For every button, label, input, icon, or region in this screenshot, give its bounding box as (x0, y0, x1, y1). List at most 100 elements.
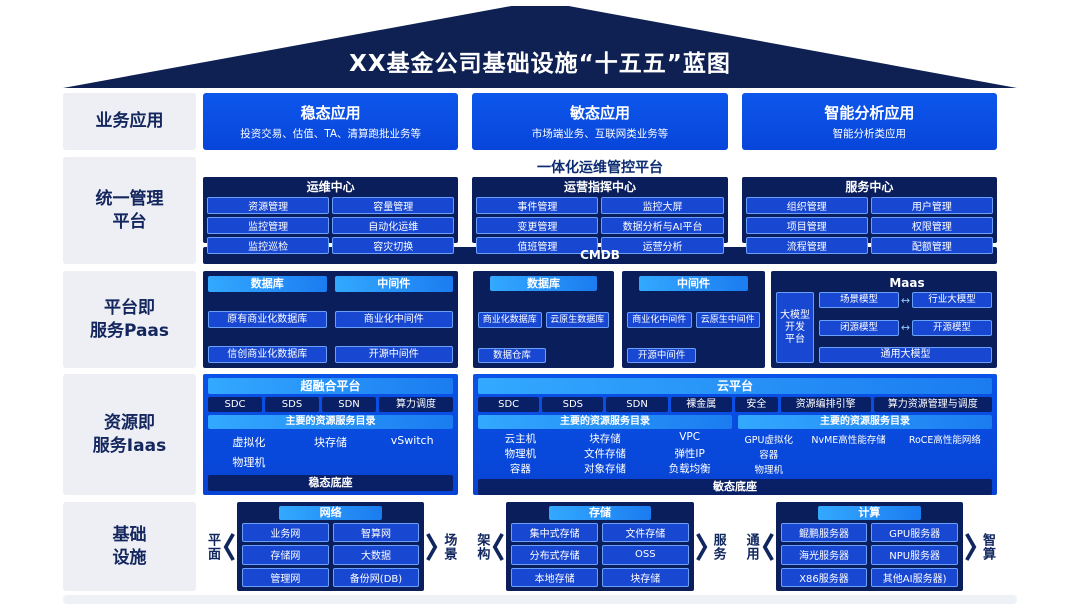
resource-item: 弹性IP (674, 448, 705, 460)
module-button: SDS (265, 397, 319, 412)
resource-item: 文件存储 (583, 448, 626, 460)
module-button: 流程管理 (745, 237, 868, 254)
module-button: 安全 (734, 397, 778, 412)
service-center-panel: 服务中心 组织管理 用户管理 项目管理 权限管理 流程管理 配额管理 (741, 177, 997, 254)
paas-row: 数据库 原有商业化数据库 信创商业化数据库 中间件 商业化中间件 开源中间件 数… (203, 271, 997, 368)
module-button: 权限管理 (870, 217, 993, 234)
resource-item: VPC (679, 431, 701, 443)
db-header: 数据库 (208, 276, 327, 292)
legacy-db-column: 数据库 原有商业化数据库 信创商业化数据库 (208, 276, 327, 363)
compute-panel: 计算 鲲鹏服务器 GPU服务器 海光服务器 NPU服务器 X86服务器 其他AI… (775, 502, 963, 591)
module-button: 开源中间件 (334, 346, 453, 363)
module-button: 运营分析 (601, 237, 724, 254)
chevron-right-icon (695, 532, 708, 561)
command-center-grid: 事件管理 监控大屏 变更管理 数据分析与AI平台 值班管理 运营分析 (476, 197, 724, 254)
model-row: 闭源模型 ↔ 开源模型 (819, 319, 992, 336)
bidirectional-arrow-icon: ↔ (900, 293, 911, 307)
cloud-right-items: GPU虚拟化 NvME高性能存储 RoCE高性能网络 容器 物理机 (738, 431, 992, 476)
row-label-text: 服务Paas (89, 320, 170, 341)
management-panels: 运维中心 资源管理 容量管理 监控管理 自动化运维 监控巡检 容灾切换 运营指挥… (203, 177, 997, 254)
module-button: 商业化中间件 (334, 310, 453, 328)
module-button: 开源模型 (912, 319, 992, 336)
network-panel: 网络 业务网 智算网 存储网 大数据 管理网 备份网(DB) (237, 502, 425, 591)
module-button: 组织管理 (745, 197, 868, 214)
resource-item: RoCE高性能网络 (908, 434, 981, 446)
resource-item: GPU虚拟化 (744, 434, 793, 446)
llm-dev-line: 开发 (785, 322, 805, 333)
app-subtitle: 市场端业务、互联网类业务等 (531, 128, 669, 140)
module-button: 管理网 (242, 567, 329, 587)
compute-grid: 鲲鹏服务器 GPU服务器 海光服务器 NPU服务器 X86服务器 其他AI服务器… (780, 523, 958, 587)
module-button: 云原生中间件 (695, 311, 760, 328)
module-button: 配额管理 (870, 237, 993, 254)
module-button: 用户管理 (870, 197, 993, 214)
app-box-ai-analytics: 智能分析应用 智能分析类应用 (741, 93, 997, 150)
row-label-text: 基础 (112, 524, 147, 545)
module-button: 云原生数据库 (545, 311, 609, 328)
module-button: 开源中间件 (627, 348, 697, 363)
plane-label: 平面 (205, 532, 220, 561)
storage-title: 存储 (548, 506, 652, 520)
module-button: OSS (601, 545, 689, 565)
agile-base-bar: 敏态底座 (478, 479, 992, 495)
architecture-label: 架构 (474, 532, 490, 561)
model-row: 场景模型 ↔ 行业大模型 (819, 292, 992, 308)
module-button: 商业化中间件 (627, 311, 692, 328)
cloud-platform-panel: 云平台 SDC SDS SDN 裸金属 安全 资源编排引擎 算力资源管理与调度 … (473, 374, 997, 495)
module-button: 算力资源管理与调度 (873, 397, 993, 412)
iaas-row: 超融合平台 SDC SDS SDN 算力调度 主要的资源服务目录 虚拟化 块存储… (203, 374, 997, 495)
general-label: 通用 (743, 532, 759, 561)
resource-item: 物理机 (232, 456, 266, 469)
storage-grid: 集中式存储 文件存储 分布式存储 OSS 本地存储 块存储 (511, 523, 689, 587)
module-button: 事件管理 (476, 197, 599, 214)
module-button: X86服务器 (780, 567, 868, 587)
maas-models: 场景模型 ↔ 行业大模型 闭源模型 ↔ 开源模型 通用大模型 (819, 292, 992, 363)
business-apps-row: 稳态应用 投资交易、估值、TA、清算跑批业务等 敏态应用 市场端业务、互联网类业… (203, 93, 997, 150)
chevron-left-icon (223, 532, 235, 561)
hci-platform-panel: 超融合平台 SDC SDS SDN 算力调度 主要的资源服务目录 虚拟化 块存储… (203, 374, 458, 495)
network-grid: 业务网 智算网 存储网 大数据 管理网 备份网(DB) (242, 523, 420, 587)
ops-center-grid: 资源管理 容量管理 监控管理 自动化运维 监控巡检 容灾切换 (207, 197, 455, 254)
module-button: SDC (478, 397, 540, 412)
cloud-catalog-right: 主要的资源服务目录 GPU虚拟化 NvME高性能存储 RoCE高性能网络 容器 … (738, 415, 992, 476)
bottom-divider (63, 595, 1017, 604)
row-label-iaas: 资源即 服务Iaas (63, 374, 196, 495)
app-subtitle: 投资交易、估值、TA、清算跑批业务等 (240, 128, 422, 140)
row-label-text: 资源即 (104, 412, 155, 433)
service-center-grid: 组织管理 用户管理 项目管理 权限管理 流程管理 配额管理 (745, 197, 993, 254)
module-button: 算力调度 (379, 397, 453, 412)
compute-group: 通用 计算 鲲鹏服务器 GPU服务器 海光服务器 NPU服务器 X86服务器 其… (742, 502, 997, 591)
module-button: 变更管理 (476, 217, 599, 234)
row-label-business: 业务应用 (63, 93, 196, 150)
module-button: 监控管理 (207, 217, 330, 234)
resource-item: 云主机 (504, 433, 537, 445)
module-button: 值班管理 (476, 237, 599, 254)
chevron-right-icon (426, 532, 438, 561)
module-button: GPU服务器 (871, 523, 958, 543)
module-button: SDN (606, 397, 668, 412)
hci-top-buttons: SDC SDS SDN 算力调度 (208, 397, 453, 412)
maas-title: Maas (889, 276, 925, 290)
db-header: 数据库 (489, 276, 598, 291)
chevron-right-icon (965, 532, 977, 561)
module-button: 监控大屏 (601, 197, 724, 214)
mw-pair-row: 商业化中间件 云原生中间件 (627, 311, 760, 328)
module-button: 原有商业化数据库 (208, 310, 327, 328)
row-label-infrastructure: 基础 设施 (63, 502, 196, 591)
module-button: 资源编排引擎 (780, 397, 871, 412)
resource-item: 虚拟化 (232, 436, 266, 449)
llm-dev-line: 平台 (785, 334, 805, 345)
module-button: SDS (542, 397, 604, 412)
app-box-stable: 稳态应用 投资交易、估值、TA、清算跑批业务等 (203, 93, 459, 150)
row-label-text: 业务应用 (95, 111, 164, 132)
ai-compute-label: 智算 (979, 532, 995, 561)
module-button: 集中式存储 (511, 523, 598, 543)
resource-item: 块存储 (313, 436, 347, 449)
module-button: 容灾切换 (332, 237, 455, 254)
row-label-text: 平台 (112, 211, 147, 232)
resource-item: 负载均衡 (668, 463, 711, 475)
llm-dev-platform-button: 大模型 开发 平台 (776, 292, 814, 363)
infrastructure-row: 平面 网络 业务网 智算网 存储网 大数据 管理网 备份网(DB) 场景 架构 … (203, 502, 997, 591)
module-button: 自动化运维 (332, 217, 455, 234)
